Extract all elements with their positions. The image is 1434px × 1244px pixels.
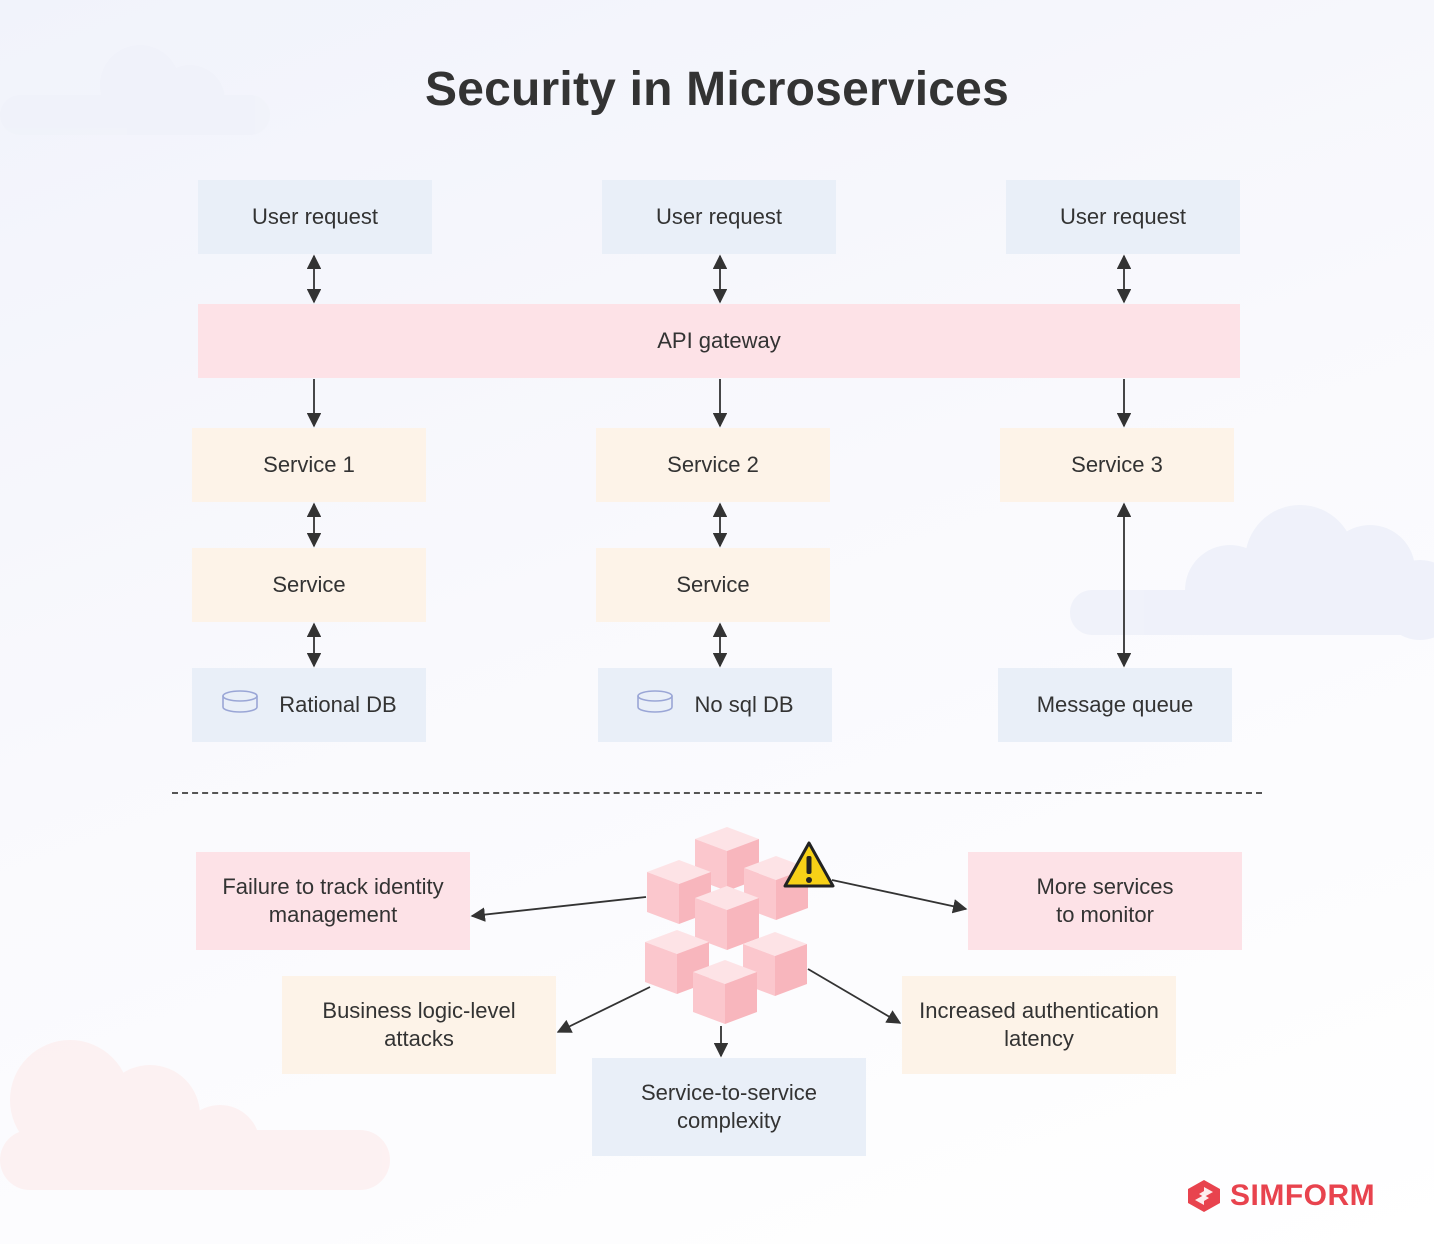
page-title: Security in Microservices bbox=[425, 63, 1009, 116]
challenge-business-logic-attacks: Business logic-level attacks bbox=[282, 976, 556, 1074]
nosql-db-box: No sql DB bbox=[598, 668, 832, 742]
section-divider bbox=[172, 792, 1262, 794]
relational-db-box: Rational DB bbox=[192, 668, 426, 742]
api-gateway-bar: API gateway bbox=[198, 304, 1240, 378]
simform-logo-icon bbox=[1188, 1180, 1220, 1212]
user-request-box-1: User request bbox=[198, 180, 432, 254]
database-icon bbox=[221, 689, 259, 721]
nosql-db-label: No sql DB bbox=[694, 692, 794, 717]
service-box-3: Service 3 bbox=[1000, 428, 1234, 502]
simform-logo: SIMFORM bbox=[1186, 1178, 1375, 1214]
user-request-box-3: User request bbox=[1006, 180, 1240, 254]
challenge-authentication-latency: Increased authentication latency bbox=[902, 976, 1176, 1074]
inner-service-box-1: Service bbox=[192, 548, 426, 622]
database-icon bbox=[636, 689, 674, 721]
user-request-box-2: User request bbox=[602, 180, 836, 254]
service-box-1: Service 1 bbox=[192, 428, 426, 502]
brand-name: SIMFORM bbox=[1230, 1179, 1376, 1212]
challenge-service-complexity: Service-to-service complexity bbox=[592, 1058, 866, 1156]
warning-icon bbox=[783, 841, 835, 888]
message-queue-box: Message queue bbox=[998, 668, 1232, 742]
challenge-identity-management: Failure to track identity management bbox=[196, 852, 470, 950]
service-box-2: Service 2 bbox=[596, 428, 830, 502]
relational-db-label: Rational DB bbox=[279, 692, 397, 717]
challenge-more-services: More services to monitor bbox=[968, 852, 1242, 950]
inner-service-box-2: Service bbox=[596, 548, 830, 622]
